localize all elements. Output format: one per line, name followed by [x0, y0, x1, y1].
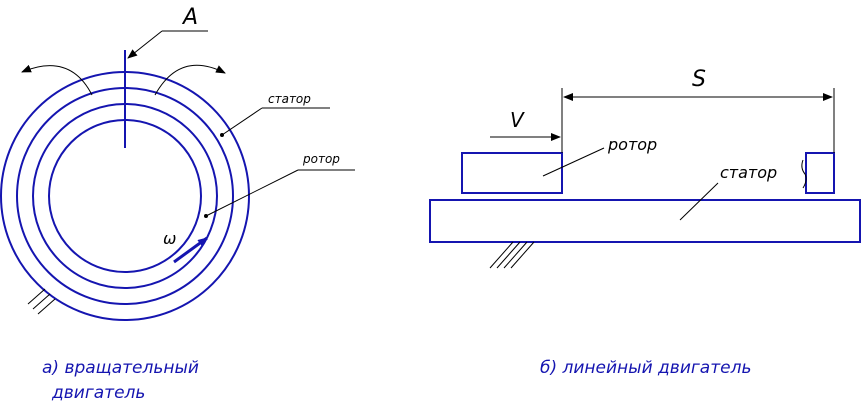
linear-motor: S V ротор статор б) линейный двигатель: [429, 67, 861, 378]
rotary-motor: A статор ротор ω а) вращательный двигате…: [0, 5, 355, 403]
omega-arrow: [173, 236, 208, 264]
linear-rotor-block: [461, 152, 563, 194]
stator-leader: [221, 107, 263, 136]
linear-end-block: [805, 152, 835, 194]
linear-stator-bar: [429, 199, 861, 243]
rotation-arrow-left: [21, 64, 93, 96]
axis-label: A: [181, 5, 198, 30]
stator-label: статор: [268, 92, 311, 106]
rotary-caption-line2: двигатель: [51, 383, 145, 403]
rotary-ground-hatch: [27, 288, 56, 315]
linear-stator-leader: [679, 182, 719, 221]
distance-label: S: [692, 67, 706, 92]
end-block-squiggle: [801, 159, 807, 189]
linear-caption: б) линейный двигатель: [540, 358, 751, 378]
rotation-arrow-right: [154, 64, 226, 96]
velocity-label: V: [510, 108, 525, 132]
rotor-leader: [205, 169, 299, 217]
rotary-caption-line1: а) вращательный: [42, 358, 199, 378]
linear-rotor-label: ротор: [607, 135, 657, 154]
omega-label: ω: [163, 229, 176, 248]
linear-ground-hatch: [489, 241, 535, 269]
linear-stator-label: статор: [720, 163, 777, 182]
axis-leader-arrow: [127, 30, 163, 59]
rotor-label: ротор: [302, 152, 340, 166]
linear-rotor-leader: [542, 147, 605, 177]
